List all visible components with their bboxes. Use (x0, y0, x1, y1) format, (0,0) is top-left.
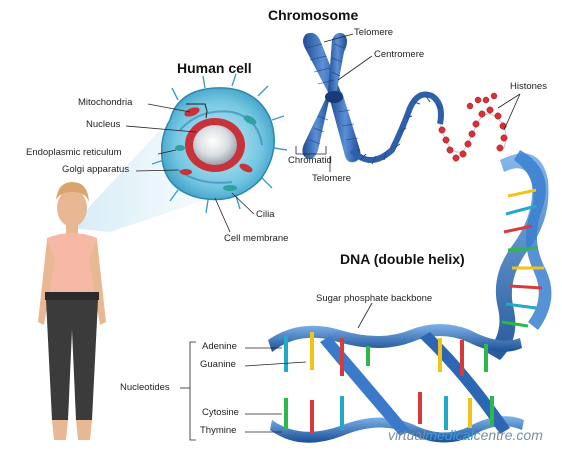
label-cytosine: Cytosine (202, 408, 239, 418)
label-golgi-apparatus: Golgi apparatus (62, 165, 129, 175)
dna-ribbon (486, 150, 551, 360)
brand-part-centre: centre.com (474, 427, 543, 443)
histone-beads (439, 93, 507, 161)
brand-watermark: virtualmedicalcentre.com (388, 428, 543, 442)
label-telomere-top: Telomere (354, 28, 393, 38)
label-nucleus: Nucleus (86, 120, 120, 130)
label-cell-membrane: Cell membrane (224, 234, 288, 244)
chromatin-coil (352, 95, 441, 165)
label-sugar-phosphate-backbone: Sugar phosphate backbone (316, 294, 432, 304)
label-telomere-bottom: Telomere (312, 174, 351, 184)
dna-title: DNA (double helix) (340, 252, 465, 266)
label-histones: Histones (510, 82, 547, 92)
chromosome-illustration (302, 33, 360, 162)
label-cilia: Cilia (256, 210, 274, 220)
brand-part-medical: medical (425, 427, 473, 443)
dna-double-helix (268, 324, 524, 443)
label-nucleotides: Nucleotides (120, 383, 170, 393)
brand-part-virtual: virtual (388, 427, 425, 443)
label-adenine: Adenine (202, 342, 237, 352)
label-mitochondria: Mitochondria (78, 98, 132, 108)
label-endoplasmic-reticulum: Endoplasmic reticulum (26, 148, 122, 158)
human-cell-title: Human cell (177, 61, 252, 75)
label-centromere: Centromere (374, 50, 424, 60)
chromosome-title: Chromosome (268, 8, 358, 22)
label-chromatid: Chromatid (288, 156, 332, 166)
label-thymine: Thymine (200, 426, 236, 436)
label-guanine: Guanine (200, 360, 236, 370)
